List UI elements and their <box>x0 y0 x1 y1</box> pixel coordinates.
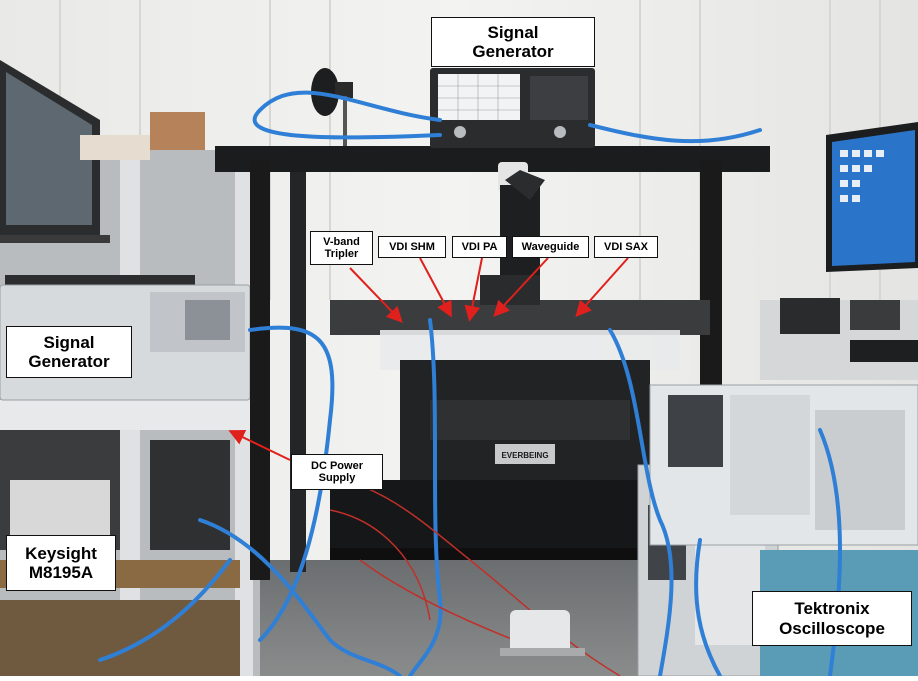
label-keysight-m8195a: Keysight M8195A <box>6 535 116 591</box>
annotation-arrows <box>228 257 629 461</box>
label-signal-generator-left: Signal Generator <box>6 326 132 378</box>
label-dc-power-supply: DC Power Supply <box>291 454 383 490</box>
label-v-band-tripler: V-band Tripler <box>310 231 373 265</box>
tektronix-stack <box>637 384 918 677</box>
label-vdi-sax: VDI SAX <box>594 236 658 258</box>
white-box <box>80 135 150 160</box>
right-shelf <box>760 298 918 380</box>
label-waveguide: Waveguide <box>512 236 589 258</box>
label-signal-generator-top: Signal Generator <box>431 17 595 67</box>
wood-box <box>150 112 205 150</box>
motor <box>500 610 585 656</box>
label-tektronix-oscilloscope: Tektronix Oscilloscope <box>752 591 912 646</box>
monitor-right <box>826 122 918 272</box>
top-signal-generator <box>430 68 595 148</box>
blue-cables <box>98 90 842 678</box>
lamp <box>311 68 353 146</box>
label-vdi-shm: VDI SHM <box>378 236 446 258</box>
microscope <box>480 162 545 305</box>
everbeing-plate: EVERBEING <box>501 451 548 460</box>
label-vdi-pa: VDI PA <box>452 236 507 258</box>
monitor-left <box>0 60 110 243</box>
floor <box>250 560 670 676</box>
